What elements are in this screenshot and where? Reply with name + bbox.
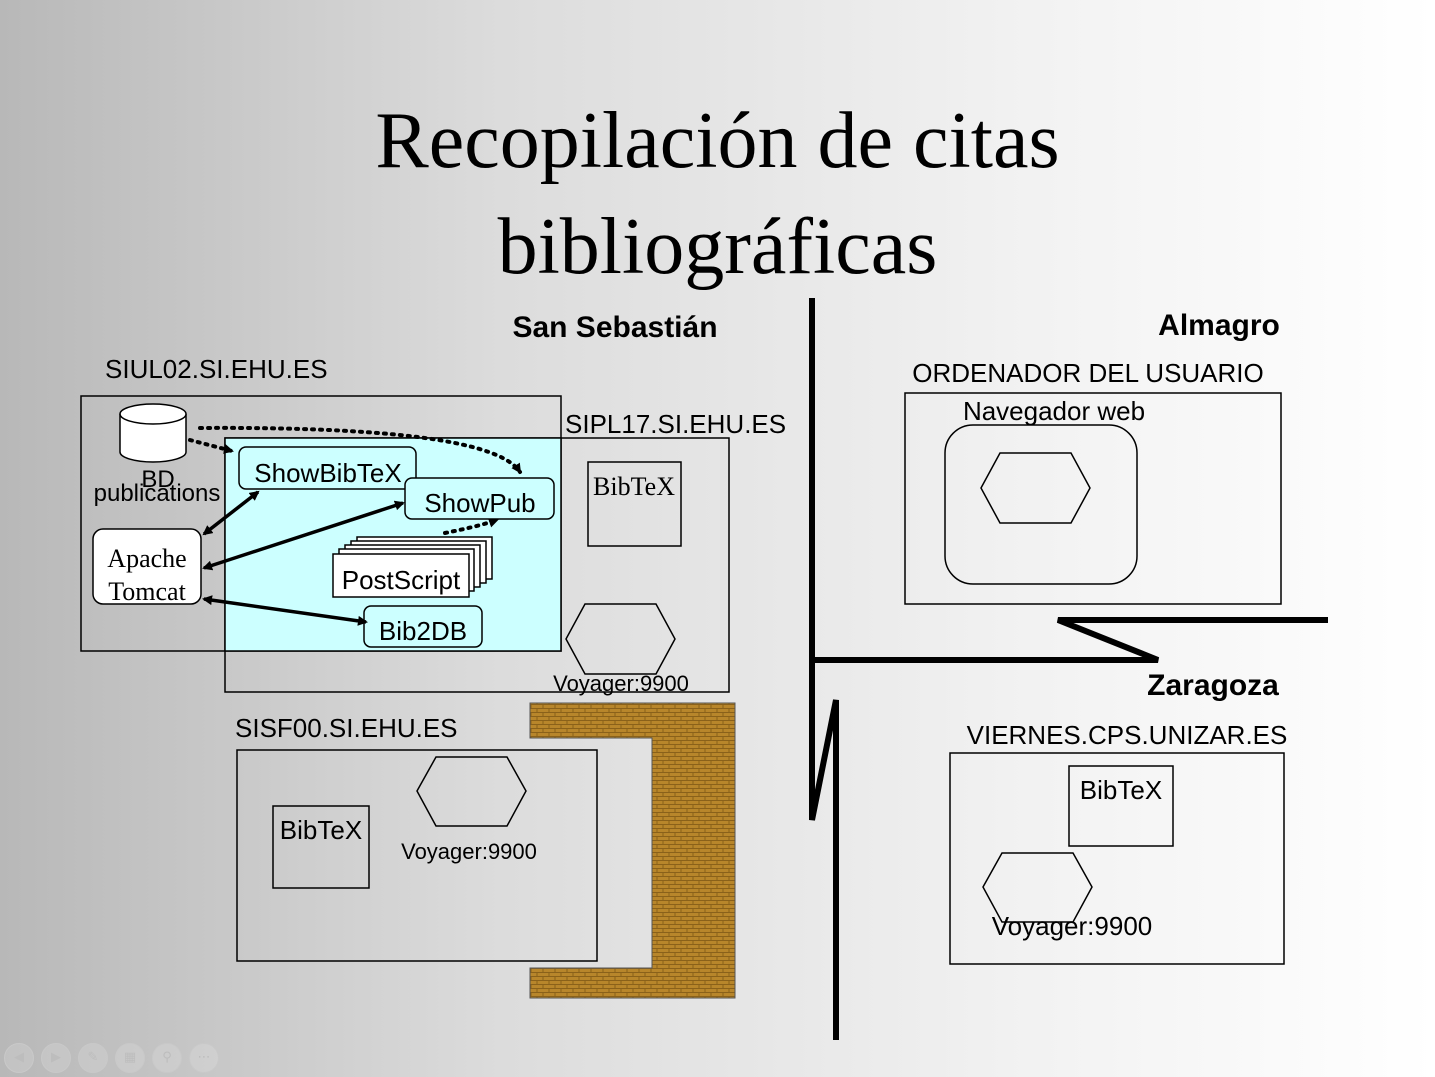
bibtex-box-sipl17 — [587, 461, 682, 547]
host-box-viernes — [949, 752, 1285, 965]
more-icon[interactable]: ⋯ — [189, 1043, 219, 1073]
region-san-sebastian: San Sebastián — [512, 311, 717, 344]
showpub-box — [404, 477, 555, 520]
bib2db-label: Bib2DB — [379, 616, 467, 646]
prev-icon[interactable]: ◀ — [4, 1043, 34, 1073]
host-label-siul02: SIUL02.SI.EHU.ES — [105, 354, 328, 384]
firewall-brick — [529, 702, 736, 999]
next-icon[interactable]: ▶ — [41, 1043, 71, 1073]
voyager-label-viernes: Voyager:9900 — [992, 911, 1152, 941]
voyager-hexagon-sipl17 — [565, 603, 676, 675]
postscript-label: PostScript — [342, 565, 461, 595]
bib2db-box — [363, 605, 483, 648]
db-label-bd: BD — [141, 466, 174, 493]
arrow-apache-showpub — [202, 500, 405, 571]
bibtex-label-viernes: BibTeX — [1080, 775, 1162, 805]
dotted-db-showbibtex — [188, 438, 234, 454]
dotted-connections — [188, 425, 522, 535]
apache-tomcat-box — [92, 528, 202, 605]
dotted-postscript-showpub — [443, 517, 499, 535]
slide-controls: ◀ ▶ ✎ ▦ ⚲ ⋯ — [4, 1043, 219, 1073]
host-label-sipl17: SIPL17.SI.EHU.ES — [565, 409, 786, 439]
db-label-publications: publications — [94, 480, 221, 507]
network-link-almagro — [812, 617, 1328, 663]
bibtex-label-sipl17: BibTeX — [593, 472, 675, 501]
bibtex-box-sisf00 — [272, 805, 370, 889]
bibtex-label-sisf00: BibTeX — [280, 815, 362, 845]
region-zaragoza: Zaragoza — [1147, 669, 1279, 702]
title-line-1: Recopilación de citas — [375, 97, 1060, 185]
zoom-icon[interactable]: ⚲ — [152, 1043, 182, 1073]
navegador-label: Navegador web — [963, 396, 1145, 426]
dotted-db-showpub — [198, 425, 522, 474]
voyager-label-sipl17: Voyager:9900 — [553, 671, 689, 696]
host-box-sisf00 — [236, 749, 598, 962]
voyager-hexagon-viernes — [982, 852, 1093, 923]
pen-icon[interactable]: ✎ — [78, 1043, 108, 1073]
showbibtex-label: ShowBibTeX — [254, 458, 401, 488]
voyager-hexagon-sisf00 — [416, 756, 527, 827]
slides-icon[interactable]: ▦ — [115, 1043, 145, 1073]
browser-hexagon — [980, 452, 1091, 524]
apache-label-1: Apache — [107, 544, 186, 573]
network-lines — [809, 298, 1328, 1040]
host-label-ordenador: ORDENADOR DEL USUARIO — [912, 358, 1264, 388]
solid-arrows — [202, 490, 405, 626]
showpub-label: ShowPub — [424, 488, 535, 518]
title-line-2: bibliográficas — [497, 203, 938, 291]
host-label-sisf00: SISF00.SI.EHU.ES — [235, 713, 458, 743]
host-box-ordenador — [904, 392, 1282, 605]
showbibtex-box — [238, 446, 417, 490]
region-almagro: Almagro — [1158, 309, 1280, 342]
network-backbone — [809, 298, 839, 1040]
slide-title: Recopilación de citas bibliográficas — [0, 88, 1435, 300]
database-cylinder — [119, 403, 187, 463]
bibtex-box-viernes — [1068, 765, 1174, 847]
arrow-apache-bib2db — [202, 595, 368, 626]
apache-label-2: Tomcat — [108, 577, 186, 606]
voyager-label-sisf00: Voyager:9900 — [401, 839, 537, 864]
browser-window — [944, 424, 1138, 585]
host-label-viernes: VIERNES.CPS.UNIZAR.ES — [967, 720, 1288, 750]
